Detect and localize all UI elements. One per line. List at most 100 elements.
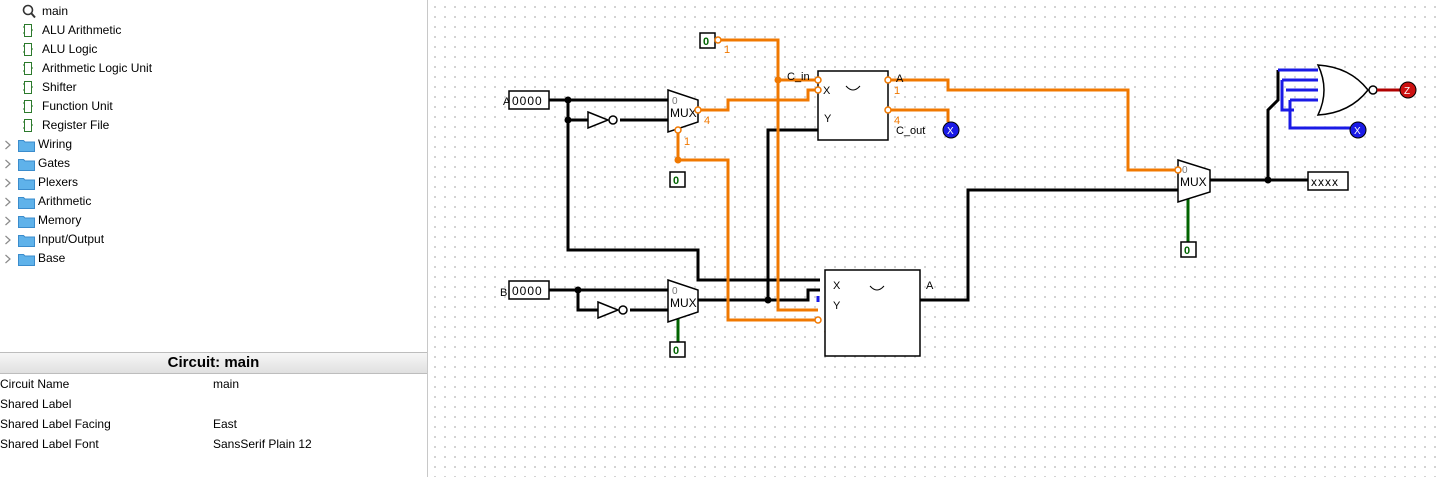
property-key: Circuit Name (0, 377, 70, 391)
tree-item-label: Base (38, 251, 66, 265)
zero-flag-probe[interactable]: Z (1399, 81, 1417, 99)
svg-text:1: 1 (894, 85, 900, 97)
orange-ports (674, 36, 1182, 324)
circuit-icon (23, 81, 33, 94)
tree-item-label: Gates (38, 156, 71, 170)
svg-text:C_in: C_in (787, 71, 810, 83)
constant-zero-b[interactable]: 0 (669, 341, 686, 358)
chevron-right-icon[interactable] (4, 235, 12, 245)
svg-text:C_out: C_out (896, 125, 925, 137)
tree-item-label: Function Unit (42, 99, 113, 113)
circuit-icon (23, 100, 33, 113)
property-row-shared-label-font[interactable]: Shared Label Font SansSerif Plain 12 (0, 434, 427, 454)
folder-icon (18, 254, 35, 266)
property-value[interactable]: SansSerif Plain 12 (213, 437, 312, 451)
tree-item-label: Memory (38, 213, 82, 227)
pin-b-value: 0000 (512, 284, 543, 298)
property-key: Shared Label Facing (0, 417, 111, 431)
svg-text:0: 0 (672, 286, 678, 297)
folder-icon (18, 178, 35, 190)
carry-out-probe[interactable]: X (942, 121, 960, 139)
mux-output[interactable]: 0 MUX (1177, 158, 1211, 204)
chevron-right-icon[interactable] (4, 216, 12, 226)
tree-item-label: Plexers (38, 175, 79, 189)
wires-orange (676, 38, 1178, 322)
svg-text:0: 0 (673, 175, 679, 187)
black-junctions (564, 96, 1272, 304)
circuit-canvas[interactable]: A 0000 B 0000 0 MUX 0 MUX 0 MUX 0 (428, 0, 1443, 477)
wires-black (548, 70, 1308, 312)
mux-a[interactable]: 0 MUX (667, 88, 699, 134)
constant-zero-top[interactable]: 0 (699, 32, 716, 49)
svg-text:0: 0 (1184, 245, 1190, 257)
svg-text:1: 1 (724, 44, 730, 56)
tree-item-label: Arithmetic (38, 194, 92, 208)
property-key: Shared Label Font (0, 437, 99, 451)
property-row-circuit-name[interactable]: Circuit Name main (0, 374, 427, 394)
tree-item-label: main (42, 4, 69, 18)
folder-icon (18, 140, 35, 152)
svg-text:0: 0 (673, 345, 679, 357)
mux-label: MUX (670, 296, 697, 310)
constant-zero-out[interactable]: 0 (1180, 241, 1197, 258)
output-value: xxxx (1311, 175, 1339, 189)
svg-text:4: 4 (704, 115, 710, 127)
output-pin[interactable]: xxxx (1307, 171, 1349, 191)
property-value[interactable]: main (213, 377, 240, 391)
lower-logic-unit[interactable]: X Y A (824, 269, 934, 357)
property-key: Shared Label (0, 397, 72, 411)
chevron-right-icon[interactable] (4, 159, 12, 169)
input-pin-b[interactable]: B 0000 (500, 280, 550, 300)
nor-gate[interactable] (1316, 64, 1400, 116)
not-gate-a[interactable] (587, 110, 618, 130)
circuit-icon (23, 24, 33, 37)
tree-item-label: Arithmetic Logic Unit (42, 61, 153, 75)
mux-label: MUX (670, 106, 697, 120)
folder-icon (18, 197, 35, 209)
svg-text:1: 1 (684, 136, 690, 148)
chevron-right-icon[interactable] (4, 140, 12, 150)
constant-zero-a[interactable]: 0 (669, 171, 686, 188)
property-row-shared-label[interactable]: Shared Label (0, 394, 427, 414)
result-probe[interactable]: X (1349, 121, 1367, 139)
folder-icon (18, 235, 35, 247)
tree-item-label: ALU Arithmetic (42, 23, 122, 37)
svg-text:X: X (1354, 126, 1361, 137)
tree-item-label: Input/Output (38, 232, 105, 246)
not-gate-b[interactable] (597, 300, 628, 320)
orange-junctions (674, 76, 782, 164)
left-panel: main ALU Arithmetic ALU Logic (0, 0, 428, 477)
svg-text:A: A (896, 73, 904, 85)
tree-item-label: Wiring (38, 137, 73, 151)
mux-label: MUX (1180, 175, 1207, 189)
svg-text:Y: Y (824, 113, 832, 125)
explorer-tree: main ALU Arithmetic ALU Logic (0, 0, 427, 352)
circuit-icon (23, 43, 33, 56)
svg-text:X: X (833, 280, 841, 292)
tree-item-label: Shifter (42, 80, 77, 94)
svg-text:X: X (823, 85, 831, 97)
pin-b-label: B (500, 287, 507, 299)
pin-a-label: A (503, 96, 511, 108)
chevron-right-icon[interactable] (4, 254, 12, 264)
svg-text:Z: Z (1404, 86, 1410, 97)
folder-icon (18, 216, 35, 228)
svg-text:X: X (947, 126, 954, 137)
svg-text:0: 0 (1182, 165, 1188, 176)
circuit-icon (23, 62, 33, 75)
chevron-right-icon[interactable] (4, 197, 12, 207)
input-pin-a[interactable]: A 0000 (503, 90, 550, 110)
svg-text:0: 0 (703, 36, 709, 48)
tree-item-label: Register File (42, 118, 110, 132)
folder-icon (18, 159, 35, 171)
svg-text:4: 4 (894, 115, 900, 127)
circuit-icon (23, 119, 33, 132)
wires-green (676, 198, 1190, 342)
svg-text:0: 0 (672, 96, 678, 107)
chevron-right-icon[interactable] (4, 178, 12, 188)
properties-header: Circuit: main (0, 352, 427, 374)
property-value[interactable]: East (213, 417, 238, 431)
property-row-shared-label-facing[interactable]: Shared Label Facing East (0, 414, 427, 434)
upper-arithmetic-unit[interactable]: C_in X Y A C_out (787, 70, 925, 141)
mux-b[interactable]: 0 MUX (667, 278, 699, 324)
